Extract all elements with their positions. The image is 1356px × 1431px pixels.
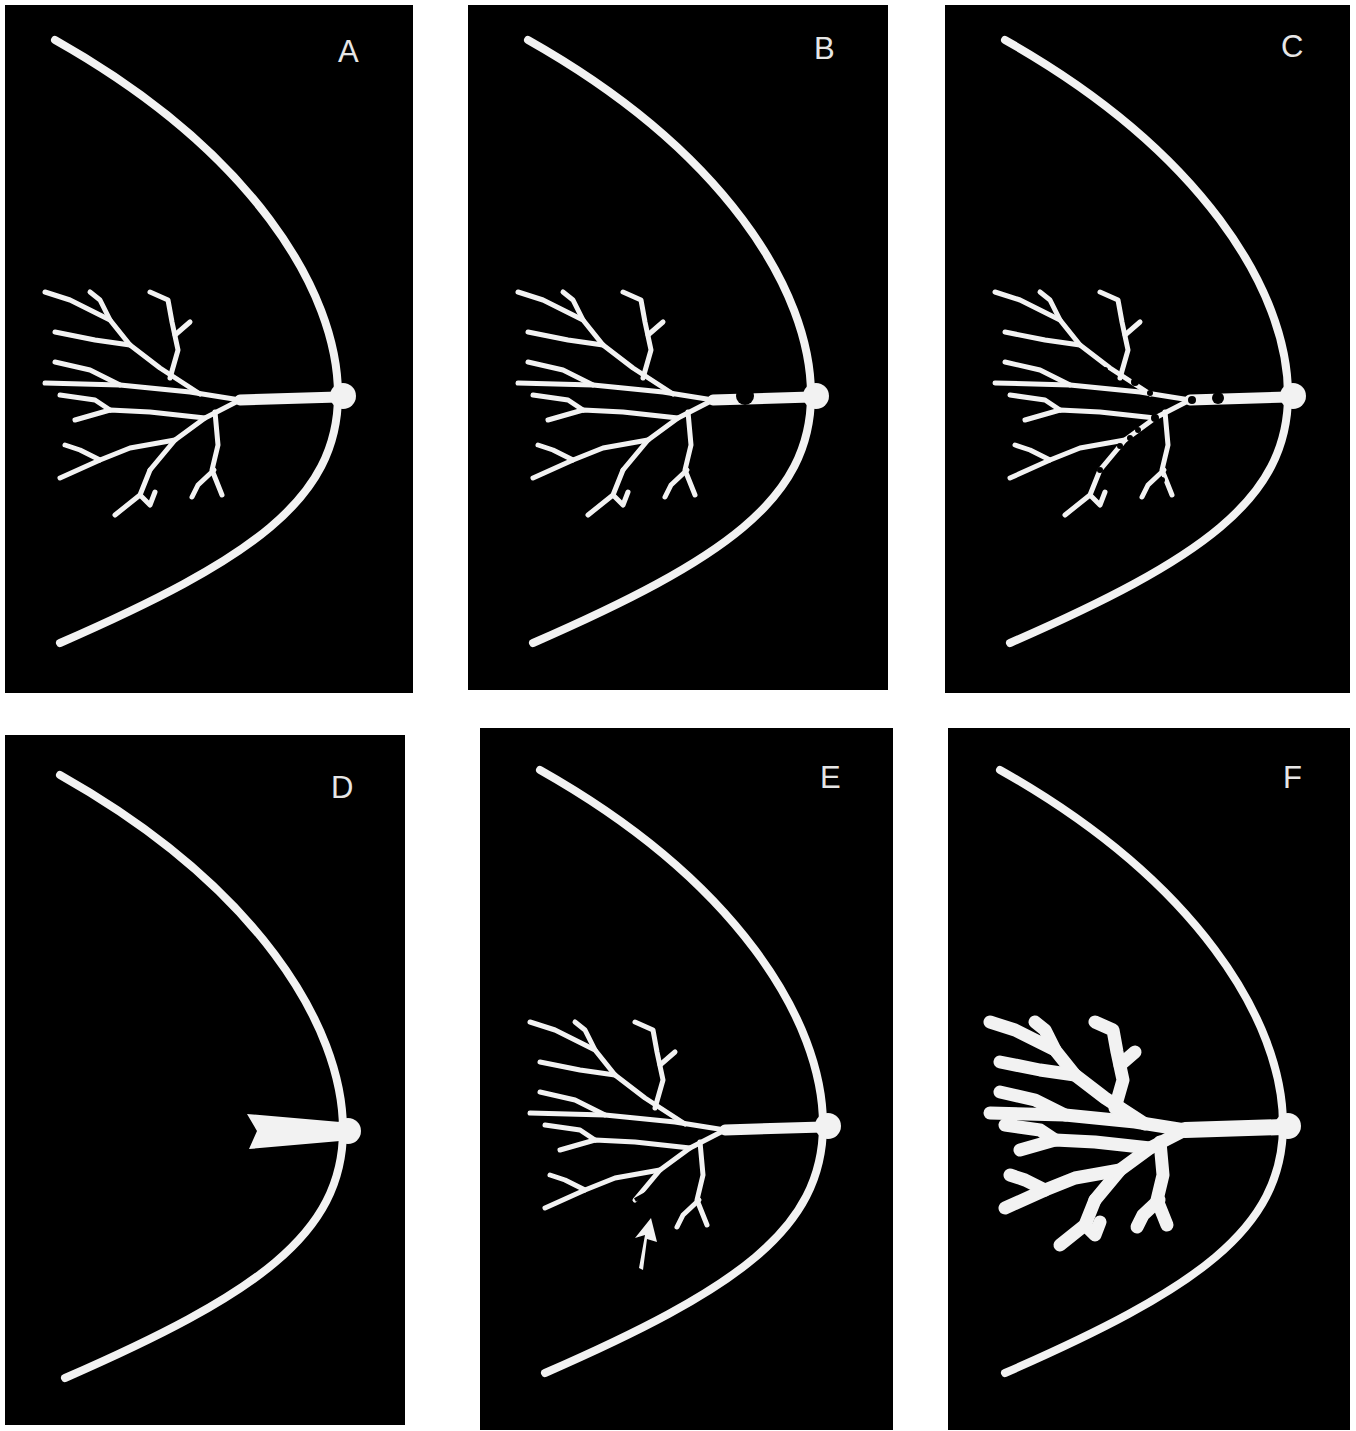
panel-letter: C: [1281, 31, 1303, 62]
panel-b: [468, 5, 888, 690]
panel-letter: D: [331, 772, 353, 803]
panel-f: [948, 728, 1350, 1430]
panel-letter: E: [820, 762, 841, 793]
panel-e: [480, 728, 893, 1430]
panel-a: [5, 5, 413, 693]
panel-letter: A: [338, 36, 359, 67]
arrow-pointer: [635, 1218, 657, 1270]
panel-letter: B: [814, 33, 835, 64]
panel-letter: F: [1283, 762, 1302, 793]
panel-d: [5, 735, 405, 1425]
panel-c: [945, 5, 1350, 693]
